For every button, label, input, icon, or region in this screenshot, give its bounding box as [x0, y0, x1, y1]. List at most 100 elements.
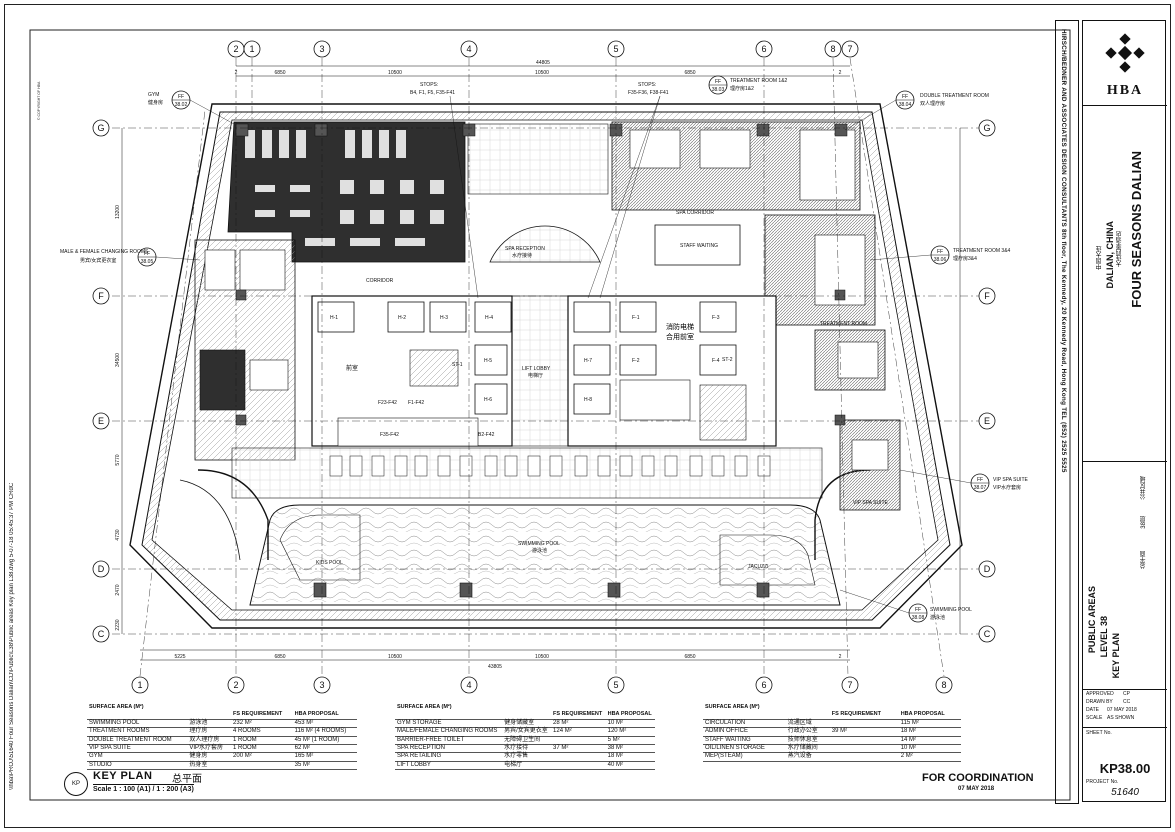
grid-col-top-3: 3 — [319, 44, 324, 54]
callout-swimming-pool: FF 38.08 SWIMMING POOL 游泳池 — [908, 603, 972, 623]
dimension-values: 44805 6850 10500 10500 6850 2 2 5225 685… — [174, 60, 841, 670]
fire-lift-label: 消防电梯 — [666, 322, 694, 331]
sheet-title-cn: 公共区域 — [1141, 476, 1147, 500]
grid-row-left-D: D — [98, 564, 105, 574]
leader-lines — [155, 95, 972, 614]
corridor-label: CORRIDOR — [366, 278, 394, 284]
callout-changing-rooms: FF 38.05 MALE & FEMALE CHANGING ROOMS 男宾… — [60, 247, 157, 267]
svg-text:理疗房3&4: 理疗房3&4 — [953, 255, 977, 262]
dim-bottom-5: 2 — [839, 654, 842, 660]
spa-reception-label-cn: 水疗接待 — [512, 252, 532, 259]
date-label: DATE — [1086, 707, 1099, 713]
callout-double-treatment: FF 38.04 DOUBLE TREATMENT ROOM 双人理疗房 — [895, 90, 989, 110]
file-path: \\hba\PROJ\51640 Four Seasons Dalian\CD\… — [9, 482, 15, 790]
stops-left-detail: B4, F1, F5, F35-F41 — [410, 90, 455, 96]
lift-lobby-label: LIFT LOBBY — [522, 366, 551, 372]
svg-text:FF: FF — [178, 94, 184, 100]
drawn-value: CC — [1123, 699, 1131, 705]
grid-col-top-1: 1 — [249, 44, 254, 54]
sheet-no-label: SHEET No. — [1086, 730, 1112, 736]
approved-value: CP — [1123, 691, 1130, 697]
svg-text:F-1: F-1 — [632, 315, 640, 321]
project-no-label: PROJECT No. — [1086, 779, 1119, 785]
date-value: 07 MAY 2018 — [1107, 707, 1137, 713]
kids-pool-label: KIDS POOL — [316, 560, 343, 566]
svg-text:38.03: 38.03 — [712, 87, 725, 93]
callout-treatment-3-4: FF 38.06 TREATMENT ROOM 3&4 理疗房3&4 — [930, 245, 1011, 265]
svg-text:VIP水疗套房: VIP水疗套房 — [993, 484, 1021, 491]
swimming-pool — [249, 504, 841, 606]
swimming-pool-label: SWIMMING POOL — [518, 541, 560, 547]
dim-left-0: 13200 — [115, 205, 121, 219]
callout-vip-spa: FF 38.07 VIP SPA SUITE VIP水疗套房 — [970, 473, 1028, 493]
dim-left-5: 2230 — [115, 619, 121, 630]
svg-text:H-8: H-8 — [584, 397, 592, 403]
svg-text:F-3: F-3 — [712, 315, 720, 321]
company-strip: HIRSCH/BEDNER AND ASSOCIATES DESIGN CONS… — [1055, 20, 1079, 804]
svg-text:理疗房1&2: 理疗房1&2 — [730, 85, 754, 92]
project-name: FOUR SEASONS DALIAN — [1129, 151, 1144, 308]
kids-pool — [279, 514, 361, 581]
kp-tag: KP — [64, 772, 88, 796]
svg-text:F35-F42: F35-F42 — [380, 432, 399, 438]
dim-left-4: 2470 — [115, 584, 121, 595]
drawn-label: DRAWN BY — [1086, 699, 1113, 705]
company-address: HIRSCH/BEDNER AND ASSOCIATES DESIGN CONS… — [1060, 29, 1067, 473]
grid-col-top-4: 4 — [466, 44, 471, 54]
grid-row-left-G: G — [97, 123, 104, 133]
plan-scale: Scale 1 : 100 (A1) / 1 : 200 (A3) — [93, 784, 194, 793]
svg-text:TREATMENT ROOM 3&4: TREATMENT ROOM 3&4 — [953, 248, 1011, 254]
scale-value: AS SHOWN — [1107, 715, 1135, 721]
front-room-label: 前室 — [346, 364, 358, 372]
dim-left-2: 5770 — [115, 454, 121, 465]
sheet-number: KP38.00 — [1099, 761, 1151, 776]
svg-text:DOUBLE TREATMENT ROOM: DOUBLE TREATMENT ROOM — [920, 93, 989, 99]
grid-col-bottom-2: 2 — [233, 680, 238, 690]
svg-text:38.08: 38.08 — [912, 615, 925, 621]
pool-deck — [231, 447, 823, 499]
plan-title: KEY PLAN — [93, 770, 153, 782]
drawing-sheet — [4, 4, 1171, 828]
svg-text:H-4: H-4 — [485, 315, 493, 321]
spa-reception-label: SPA RECEPTION — [505, 246, 545, 252]
grid-col-bottom-1: 1 — [137, 680, 142, 690]
plan-labels: STOPS: B4, F1, F5, F35-F41 STOPS: F35-F3… — [316, 82, 888, 570]
grid-labels-bottom: 1 2 3 4 5 6 7 8 — [137, 680, 946, 690]
grid-row-left-C: C — [98, 629, 105, 639]
callout-treatment-1-2: FF 38.03 TREATMENT ROOM 1&2 理疗房1&2 — [708, 75, 788, 95]
swimming-pool-label-cn: 游泳池 — [532, 547, 547, 554]
dim-bottom-1: 6850 — [274, 654, 285, 660]
svg-text:FF: FF — [977, 477, 983, 483]
grid-row-right-E: E — [984, 416, 990, 426]
grid-col-bottom-7: 7 — [847, 680, 852, 690]
dim-top-5: 2 — [839, 70, 842, 76]
svg-text:MALE & FEMALE CHANGING ROOMS: MALE & FEMALE CHANGING ROOMS — [60, 249, 149, 255]
svg-text:TREATMENT ROOM 1&2: TREATMENT ROOM 1&2 — [730, 78, 788, 84]
treatment-room-label: TREATMENT ROOM — [820, 321, 867, 327]
spa-retail — [467, 123, 609, 195]
stops-right-detail: F35-F36, F38-F41 — [628, 90, 669, 96]
grid-col-top-7: 7 — [847, 44, 852, 54]
vip-spa-suite-label: VIP SPA SUITE — [853, 500, 888, 506]
svg-text:ST-2: ST-2 — [722, 357, 733, 363]
grid-row-right-C: C — [984, 629, 991, 639]
sheet-level-cn: 38层 — [1141, 516, 1147, 529]
grid-labels-top: 2 1 3 4 5 6 8 7 — [233, 44, 852, 54]
svg-text:GYM: GYM — [148, 92, 159, 98]
grid-col-bottom-8: 8 — [941, 680, 946, 690]
grid-col-top-8: 8 — [830, 44, 835, 54]
plan-title-cn: 总平面 — [172, 774, 202, 785]
svg-text:F1-F42: F1-F42 — [408, 400, 424, 406]
svg-text:FF: FF — [915, 607, 921, 613]
callout-gym: FF 38.02 GYM 健身房 — [148, 90, 191, 110]
svg-text:38.05: 38.05 — [141, 259, 154, 265]
dim-bottom-3: 10500 — [535, 654, 549, 660]
grid-row-right-G: G — [983, 123, 990, 133]
jacuzzi — [719, 534, 816, 586]
grid-col-top-2a: 2 — [233, 44, 238, 54]
svg-text:FF: FF — [144, 251, 150, 257]
sheet-type: KEY PLAN — [1111, 633, 1121, 679]
